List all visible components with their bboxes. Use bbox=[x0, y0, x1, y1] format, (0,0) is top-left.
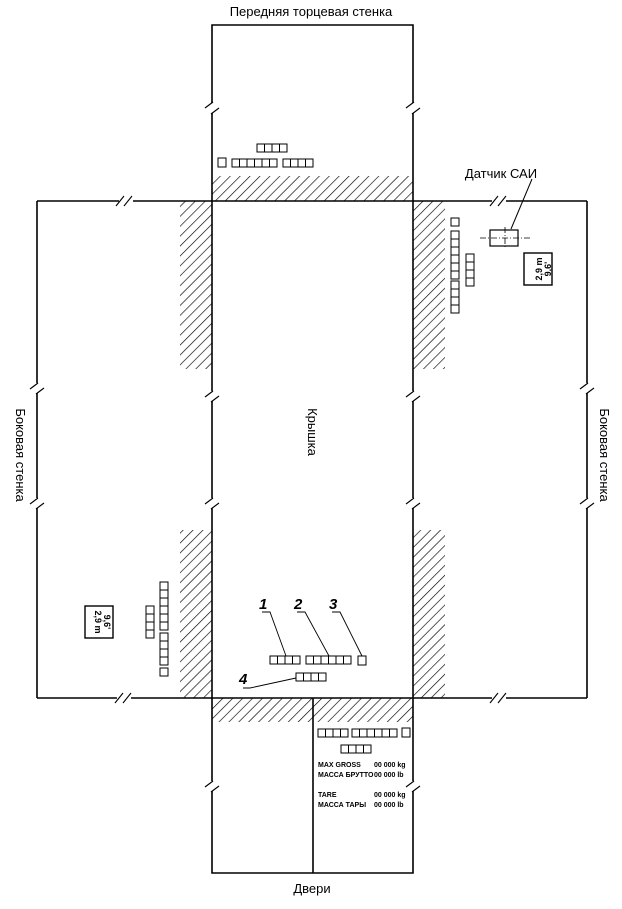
door-check-digit-box bbox=[401, 727, 411, 738]
tare-label: TARE bbox=[318, 792, 337, 799]
break-mark bbox=[489, 195, 507, 207]
side-wall-label-right: Боковая стенка bbox=[597, 408, 612, 502]
front-wall-size-type-code bbox=[282, 158, 314, 168]
callout-leaders bbox=[243, 611, 363, 689]
door-owner-code bbox=[317, 728, 349, 738]
callout-leader-4 bbox=[243, 677, 297, 689]
callout-leader-2 bbox=[297, 611, 330, 657]
break-mark bbox=[579, 497, 595, 510]
callout-leader-1 bbox=[262, 611, 287, 657]
sensor-label: Датчик САИ bbox=[465, 166, 537, 181]
break-mark bbox=[405, 101, 421, 115]
roof-check-digit-box bbox=[357, 655, 367, 666]
code-cells bbox=[145, 143, 475, 754]
right-wall-serial-number bbox=[450, 230, 460, 280]
break-mark bbox=[405, 497, 421, 510]
right-wall-owner-code bbox=[450, 280, 460, 314]
break-mark bbox=[579, 382, 595, 395]
hatch-right-top bbox=[413, 201, 445, 369]
break-mark bbox=[204, 780, 220, 793]
max-gross-ru-value: 00 000 lb bbox=[374, 772, 404, 779]
hatch-front-bottom bbox=[212, 176, 413, 201]
left-wall-size-type-code bbox=[145, 605, 155, 639]
break-mark bbox=[114, 692, 132, 704]
hatch-left-top bbox=[180, 201, 212, 369]
aei-sensor bbox=[480, 178, 533, 249]
height-mark-metric: 2,9 m bbox=[93, 610, 103, 633]
height-mark-right: 2,9 m 9,6' bbox=[523, 252, 553, 286]
hatched-zones bbox=[180, 176, 445, 722]
height-mark-imperial: 9,6' bbox=[543, 262, 553, 277]
roof-owner-code bbox=[269, 655, 301, 665]
callout-number-3: 3 bbox=[329, 596, 338, 613]
break-mark bbox=[405, 780, 421, 793]
max-gross-value: 00 000 kg bbox=[374, 762, 406, 769]
break-mark bbox=[204, 390, 220, 403]
break-mark bbox=[204, 101, 220, 115]
left-wall-serial-number bbox=[159, 581, 169, 631]
hatch-right-bottom bbox=[413, 530, 445, 698]
front-wall-serial-number bbox=[231, 158, 278, 168]
sensor-leader-line bbox=[510, 178, 533, 230]
break-mark bbox=[405, 390, 421, 403]
front-wall-label: Передняя торцевая стенка bbox=[230, 4, 393, 19]
front-wall-check-digit-box bbox=[217, 157, 227, 168]
break-mark bbox=[204, 497, 220, 510]
roof-size-type-code bbox=[295, 672, 327, 682]
break-mark bbox=[29, 497, 45, 510]
max-gross-ru-label: МАССА БРУТТО bbox=[318, 772, 374, 779]
height-mark-metric: 2,9 m bbox=[534, 257, 544, 280]
left-wall-check-digit-box bbox=[159, 667, 169, 677]
height-mark-left: 2,9 m 9,6' bbox=[84, 605, 114, 639]
tare-ru-label: МАССА ТАРЫ bbox=[318, 802, 366, 809]
roof-serial-number bbox=[305, 655, 352, 665]
callout-number-4: 4 bbox=[238, 671, 248, 688]
break-mark bbox=[115, 195, 133, 207]
door-serial-number bbox=[351, 728, 398, 738]
front-wall-owner-code bbox=[256, 143, 288, 153]
max-gross-label: MAX GROSS bbox=[318, 762, 361, 769]
door-size-type-code bbox=[340, 744, 372, 754]
tare-value: 00 000 kg bbox=[374, 792, 406, 799]
height-mark-imperial: 9,6' bbox=[102, 615, 112, 630]
callout-leader-3 bbox=[332, 611, 363, 657]
side-wall-label-left: Боковая стенка bbox=[13, 408, 28, 502]
front-wall-outline bbox=[211, 24, 414, 201]
break-marks bbox=[29, 101, 595, 793]
right-wall-size-type-code bbox=[465, 253, 475, 287]
tare-ru-value: 00 000 lb bbox=[374, 802, 404, 809]
break-mark bbox=[489, 692, 507, 704]
break-mark bbox=[29, 382, 45, 395]
hatch-left-bottom bbox=[180, 530, 212, 698]
roof-label: Крышка bbox=[305, 408, 320, 457]
sensor-box bbox=[489, 229, 519, 247]
door-weight-plate: MAX GROSS 00 000 kg МАССА БРУТТО 00 000 … bbox=[318, 762, 406, 809]
doors-label: Двери bbox=[293, 881, 330, 896]
callout-number-2: 2 bbox=[293, 596, 303, 613]
left-wall-owner-code bbox=[159, 632, 169, 666]
callout-number-1: 1 bbox=[259, 596, 267, 613]
right-wall-check-digit-box bbox=[450, 217, 460, 227]
